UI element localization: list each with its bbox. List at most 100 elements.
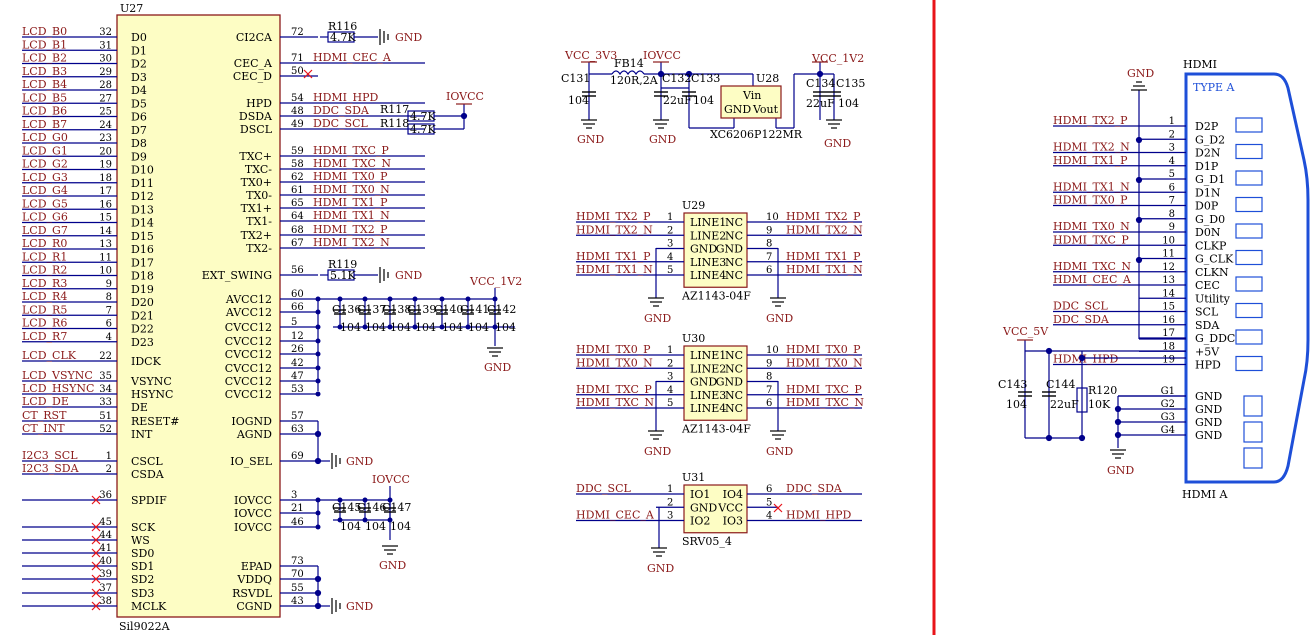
c131-ref: C131 bbox=[561, 72, 590, 85]
gnd-label: GND bbox=[395, 31, 422, 44]
u29-left-num: 2 bbox=[667, 225, 673, 236]
cap-symbols bbox=[582, 91, 841, 97]
cap-ref: C147 bbox=[382, 501, 411, 514]
r116-ref: R116 bbox=[328, 20, 357, 33]
u30-right-name: NC bbox=[725, 389, 743, 402]
junction-dot bbox=[492, 324, 498, 330]
hdmi-shell-contact bbox=[1243, 421, 1263, 443]
u27-left-pin-name: SPDIF bbox=[131, 494, 167, 507]
hdmi-pin-number: 9 bbox=[1169, 222, 1175, 233]
u27-right-pin-number: 56 bbox=[291, 265, 304, 276]
u31-ref: U31 bbox=[682, 471, 705, 484]
hdmi-pin-name: D2P bbox=[1195, 120, 1219, 133]
u27-left-net-label: LCD_R3 bbox=[22, 277, 67, 290]
u27-left-pin-number: 51 bbox=[99, 411, 112, 422]
gnd-symbols-hdmi bbox=[1110, 81, 1147, 459]
u27-right-pin-number: 61 bbox=[291, 185, 304, 196]
u27-right-net-label: DDC_SCL bbox=[313, 117, 369, 130]
u27-left-pin-number: 33 bbox=[99, 397, 112, 408]
u30-left-num: 4 bbox=[667, 385, 673, 396]
u27-left-pin-number: 27 bbox=[99, 93, 112, 104]
u27-right-pin-number: 59 bbox=[291, 146, 304, 157]
u27-right-pin-name: CVCC12 bbox=[225, 321, 272, 334]
u30-left-net: HDMI_TX0_P bbox=[576, 343, 651, 356]
u27-right-pin-number: 3 bbox=[291, 490, 297, 501]
u27-left-net-label: I2C3_SDA bbox=[22, 462, 80, 475]
u27-left-net-label: LCD_G2 bbox=[22, 158, 68, 171]
u27-right-pin-name: EPAD bbox=[241, 560, 272, 573]
u27-left-pin-name: INT bbox=[131, 428, 153, 441]
u27-left-net-label: LCD_B7 bbox=[22, 118, 67, 131]
u27-left-pin-name: D3 bbox=[131, 71, 147, 84]
cap-value: 104 bbox=[468, 321, 489, 334]
hdmi-pin-name: G_D0 bbox=[1195, 213, 1225, 226]
u27-left-pin-number: 8 bbox=[106, 292, 112, 303]
hdmi-net-label: HDMI_TXC_P bbox=[1053, 233, 1129, 246]
no-connect-x bbox=[303, 69, 313, 79]
u27-left-net-label: LCD_R6 bbox=[22, 317, 67, 330]
u27-right-pin-name: AGND bbox=[236, 428, 272, 441]
u27-right-pin-name: CVCC12 bbox=[225, 362, 272, 375]
gnd-label: GND bbox=[395, 269, 422, 282]
u27-left-pin-number: 10 bbox=[99, 266, 112, 277]
u27-left-net-label: LCD_R7 bbox=[22, 330, 67, 343]
u27-left-net-label: I2C3_SCL bbox=[22, 449, 78, 462]
c143-value: 104 bbox=[1006, 398, 1027, 411]
u30-body bbox=[683, 345, 748, 421]
junction-dot bbox=[439, 324, 445, 330]
u27-left-net-label: CT_RST bbox=[22, 409, 67, 422]
u31-right-name: VCC bbox=[717, 501, 743, 514]
avcc-caps: C136104C137104C138104C139104C140104C1411… bbox=[332, 296, 516, 334]
u31-left-net: HDMI_CEC_A bbox=[576, 509, 655, 522]
u29-right-name: NC bbox=[725, 216, 743, 229]
u27-left-pin-name: CSDA bbox=[131, 468, 165, 481]
u27-left-net-label: LCD_G1 bbox=[22, 144, 68, 157]
u27-left-pin-number: 4 bbox=[106, 332, 112, 343]
u27-right-pin-number: 69 bbox=[291, 451, 304, 462]
u27-left-net-label: LCD_R0 bbox=[22, 237, 67, 250]
hdmi-net-label: HDMI_TXC_N bbox=[1053, 260, 1131, 273]
u27-right-net-label: HDMI_TXC_N bbox=[313, 157, 391, 170]
u27-left-pin-number: 7 bbox=[106, 305, 112, 316]
u27-left-net-label: LCD_B1 bbox=[22, 38, 67, 51]
gnd-symbol bbox=[379, 267, 389, 283]
hdmi-pin-number: 7 bbox=[1169, 196, 1175, 207]
u29-left-num: 3 bbox=[667, 239, 673, 250]
gnd-label: GND bbox=[649, 133, 676, 146]
u27-right-pin-number: 47 bbox=[291, 371, 304, 382]
r120-value: 10K bbox=[1088, 398, 1111, 411]
hdmi-contact bbox=[1235, 249, 1263, 266]
hdmi-net-label: HDMI_TX1_P bbox=[1053, 154, 1128, 167]
u28-pin-gnd: GND bbox=[724, 103, 751, 116]
no-connect-x bbox=[91, 495, 101, 505]
u27-right-pin-number: 50 bbox=[291, 66, 304, 77]
u27-right-pin-number: 57 bbox=[291, 411, 304, 422]
u27-left-pin-name: DE bbox=[131, 401, 148, 414]
u29-body bbox=[683, 212, 748, 288]
u30-right-num: 9 bbox=[766, 358, 772, 369]
u27-right-pin-name: IOVCC bbox=[234, 494, 272, 507]
r119-ref: R119 bbox=[328, 258, 357, 271]
hdmi-gnd-pin-number: G2 bbox=[1161, 399, 1175, 410]
u27-right-pin-number: 60 bbox=[291, 289, 304, 300]
hdmi-pin-name: SDA bbox=[1195, 319, 1220, 332]
u27-right-net-label: HDMI_CEC_A bbox=[313, 51, 392, 64]
u27-left-pin-name: SD1 bbox=[131, 560, 154, 573]
hdmi-pin-number: 17 bbox=[1162, 328, 1175, 339]
hdmi-net-label: HDMI_TX0_N bbox=[1053, 220, 1130, 233]
u27-left-pin-name: VSYNC bbox=[130, 375, 172, 388]
u27-left-net-label: LCD_B4 bbox=[22, 78, 67, 91]
cap-value: 104 bbox=[365, 321, 386, 334]
junction-dot bbox=[337, 324, 343, 330]
u30-left-net: HDMI_TX0_N bbox=[576, 356, 653, 369]
u27-left-pin-name: D17 bbox=[131, 256, 154, 269]
u27-left-pin-number: 18 bbox=[99, 173, 112, 184]
vcc-3v3-label: VCC_3V3 bbox=[564, 49, 617, 62]
u27-left-pin-number: 32 bbox=[99, 27, 112, 38]
u27-left-pin-name: D6 bbox=[131, 111, 147, 124]
hdmi-pin-number: 2 bbox=[1169, 129, 1175, 140]
u27-right-pin-name: TX1+ bbox=[241, 202, 272, 215]
u27-left-pin-name: SD3 bbox=[131, 587, 154, 600]
r116-value: 4.7K bbox=[330, 31, 356, 44]
u27-left-net-label: LCD_R5 bbox=[22, 303, 67, 316]
